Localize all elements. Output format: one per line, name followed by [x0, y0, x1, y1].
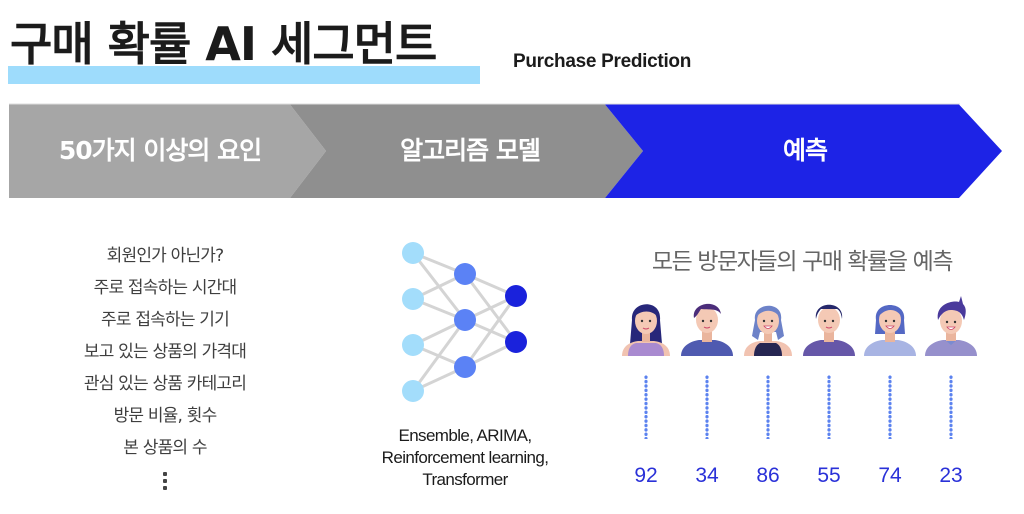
score-connector — [705, 375, 709, 439]
prediction-heading: 모든 방문자들의 구매 확률을 예측 — [651, 249, 954, 275]
algorithm-line: Transformer — [422, 470, 508, 489]
factor-item: 주로 접속하는 기기 — [101, 310, 230, 330]
score-connector — [766, 375, 770, 439]
algorithm-list: Ensemble, ARIMA, Reinforcement learning,… — [345, 425, 585, 491]
visitor-card: 55 — [801, 292, 857, 487]
man-spiky-hair-avatar-icon — [925, 296, 977, 356]
score-connector — [949, 375, 953, 439]
woman-bob-hair-avatar-icon — [864, 305, 916, 356]
stage-1-label: 50가지 이상의 요인 — [58, 136, 262, 165]
stage-3-label: 예측 — [782, 136, 828, 165]
score-connector — [827, 375, 831, 439]
purchase-probability-score: 34 — [695, 464, 719, 487]
man-short-hair-avatar-icon — [681, 303, 733, 356]
factor-item: 회원인가 아닌가? — [106, 246, 225, 266]
title-highlight-bar — [8, 66, 480, 84]
factor-item: 주로 접속하는 시간대 — [93, 278, 238, 298]
factor-item: 방문 비율, 횟수 — [113, 406, 218, 426]
score-connector — [644, 375, 648, 439]
vertical-ellipsis-icon — [163, 472, 167, 490]
woman-ponytail-avatar-icon — [744, 305, 792, 356]
visitor-card: 86 — [740, 292, 796, 487]
visitor-card: 74 — [862, 292, 918, 487]
purchase-probability-score: 86 — [756, 464, 780, 487]
purchase-probability-score: 74 — [878, 464, 902, 487]
visitor-card: 92 — [618, 292, 674, 487]
algorithm-line: Reinforcement learning, — [381, 448, 549, 467]
purchase-probability-score: 55 — [817, 464, 841, 487]
visitor-card: 23 — [923, 292, 979, 487]
factor-list: 회원인가 아닌가? 주로 접속하는 시간대 주로 접속하는 기기 보고 있는 상… — [40, 240, 290, 493]
woman-long-hair-avatar-icon — [622, 304, 670, 356]
purchase-probability-score: 92 — [634, 464, 658, 487]
neural-network-icon — [402, 242, 527, 402]
factor-item: 관심 있는 상품 카테고리 — [83, 374, 247, 394]
score-connector — [888, 375, 892, 439]
factor-item: 본 상품의 수 — [123, 438, 207, 458]
factor-item: 보고 있는 상품의 가격대 — [83, 342, 247, 362]
visitor-card: 34 — [679, 292, 735, 487]
page-subtitle: Purchase Prediction — [513, 51, 692, 72]
page-title: 구매 확률 AI 세그먼트 — [10, 17, 437, 71]
purchase-probability-score: 23 — [939, 464, 963, 487]
algorithm-line: Ensemble, ARIMA, — [398, 426, 532, 445]
man-dark-hair-avatar-icon — [803, 304, 855, 356]
stage-2-label: 알고리즘 모델 — [400, 136, 541, 165]
